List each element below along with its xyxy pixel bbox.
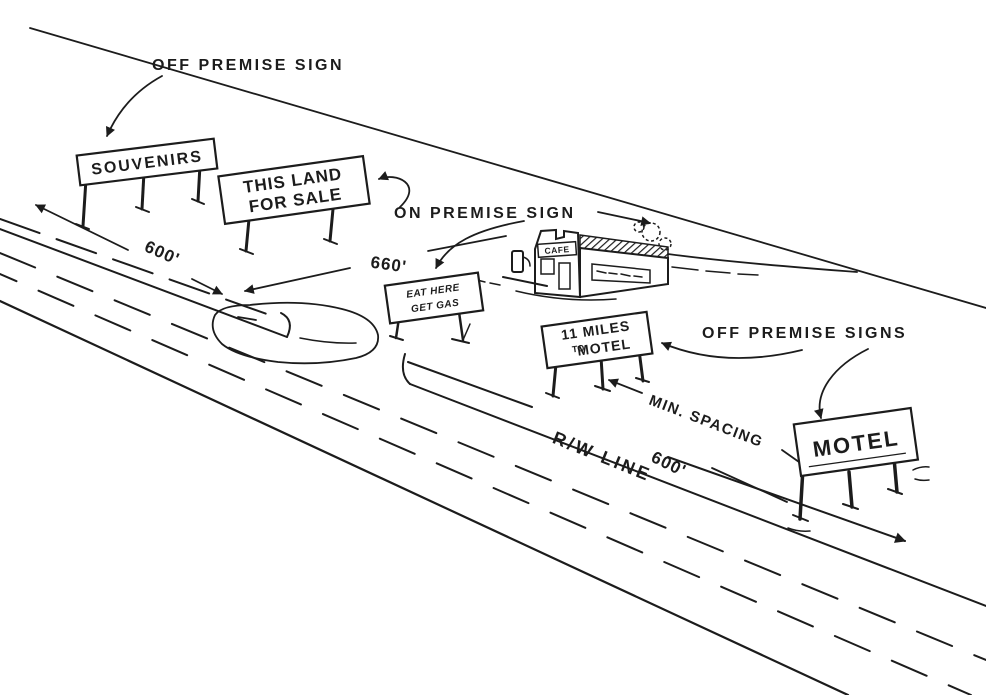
souvenirs-sign: SOUVENIRS: [75, 137, 219, 230]
dim600R-trail-line: [711, 467, 788, 503]
land-foot-1: [239, 248, 254, 255]
lane-dash-line-1: [0, 252, 986, 661]
pad-mark-1: [237, 316, 257, 321]
motel-board: [792, 406, 920, 478]
min-spacing-trail-line: [781, 449, 800, 463]
motel-grass-right: [912, 466, 930, 482]
off-premise-sign-label: OFF PREMISE SIGN: [152, 57, 344, 74]
motel-foot-1: [792, 514, 809, 522]
building-door: [558, 262, 571, 290]
off-premise-top-arrow: [106, 75, 163, 137]
rw-line-dashed-left: [0, 218, 279, 319]
building-window: [540, 258, 555, 275]
cafe-sign-band: [536, 240, 578, 259]
miles-board: [540, 310, 654, 370]
motel-foot-3: [887, 488, 903, 495]
souvenirs-foot-1: [75, 223, 90, 230]
highway: [0, 228, 986, 695]
rw-line-right-arrow: [667, 456, 907, 543]
land-post-1: [244, 217, 251, 253]
land-post-2: [328, 207, 335, 243]
miles-text-line2: MOTEL: [576, 335, 632, 358]
miles-text-to: TO: [571, 343, 585, 355]
on-premise-arrow-to-building: [597, 211, 651, 226]
eat-post-brace: [462, 323, 471, 341]
miles-to-motel-sign: 11 MILES TO MOTEL: [540, 310, 654, 399]
miles-foot-3: [635, 377, 650, 383]
ground-line-behind-signs: [667, 253, 858, 273]
rw-line-mid: [407, 361, 533, 408]
souvenirs-foot-2: [135, 206, 150, 213]
gas-pump-hose: [522, 256, 531, 267]
miles-foot-1: [545, 392, 560, 399]
on-premise-arrow-to-eat-sign: [435, 220, 525, 269]
dim660-label: 660': [369, 253, 408, 277]
miles-post-2: [599, 355, 605, 391]
dim600R-label: 600': [648, 448, 689, 481]
road-bottom-edge: [0, 299, 850, 695]
driveway-throat-right: [401, 353, 411, 385]
dim600L-line-b: [191, 278, 223, 295]
off-premise-arrow-to-motel-sign: [814, 348, 869, 419]
lane-dash-line-2: [0, 273, 972, 695]
on-premise-sign-label: ON PREMISE SIGN: [394, 205, 576, 222]
driveway-pad: [211, 301, 379, 365]
dim660-line-b: [427, 235, 507, 252]
off-premise-signs-label: OFF PREMISE SIGNS: [702, 325, 907, 342]
motel-foot-2: [842, 503, 859, 510]
pump-island-line: [502, 276, 548, 287]
min-spacing-callout: MIN. SPACING 600': [608, 378, 800, 503]
right-of-way-line: R/W LINE: [0, 218, 907, 543]
eat-board: [383, 271, 485, 325]
bush-2: [658, 237, 672, 251]
motel-post-2: [847, 470, 854, 509]
road-top-edge-right: [409, 383, 986, 607]
driveway-pad-outline: [211, 301, 379, 365]
off-premise-arrow-to-miles-sign: [661, 341, 803, 359]
cafe-gas-building: CAFE: [476, 221, 759, 301]
building-ground-line: [515, 290, 617, 301]
dim600L-label: 600': [142, 237, 183, 269]
min-spacing-leader-arrow: [608, 378, 643, 394]
on-premise-arrow-to-land-sign: [378, 171, 411, 208]
eat-foot-2: [451, 338, 470, 344]
motel-sign: MOTEL: [787, 406, 930, 532]
miles-foot-2: [594, 385, 611, 392]
motel-ground-scribble: [787, 527, 811, 532]
motel-board-seam: [808, 452, 906, 468]
land-for-sale-sign: THIS LAND FOR SALE: [217, 154, 371, 255]
driveway-throat-left: [280, 312, 291, 338]
dim660-line-a: [244, 267, 351, 294]
dim600L-line-a: [35, 204, 129, 251]
dimension-600-left: 600': [35, 204, 223, 295]
side-panel-scribble: [596, 270, 643, 278]
min-spacing-label: MIN. SPACING: [647, 392, 766, 451]
bush-1: [641, 222, 661, 242]
back-boundary-line: [29, 27, 986, 309]
land-board: [217, 154, 371, 226]
cafe-sign-text: CAFE: [544, 244, 570, 256]
souvenirs-foot-3: [191, 198, 205, 205]
land-foot-2: [323, 238, 338, 245]
eat-foot-1: [389, 335, 404, 341]
miles-post-1: [551, 362, 558, 398]
souvenirs-board: [75, 137, 219, 187]
rw-line-label: R/W LINE: [550, 427, 655, 485]
pad-mark-2: [299, 337, 357, 344]
gas-pump: [511, 250, 524, 273]
dimension-660: 660': [244, 235, 507, 294]
bush-3: [633, 221, 645, 233]
eat-post-2: [457, 310, 465, 342]
eat-here-sign: EAT HERE GET GAS: [383, 271, 485, 344]
ground-dashes-right: [671, 266, 759, 276]
road-top-edge-left: [0, 228, 288, 338]
souvenirs-post-1: [81, 177, 88, 228]
